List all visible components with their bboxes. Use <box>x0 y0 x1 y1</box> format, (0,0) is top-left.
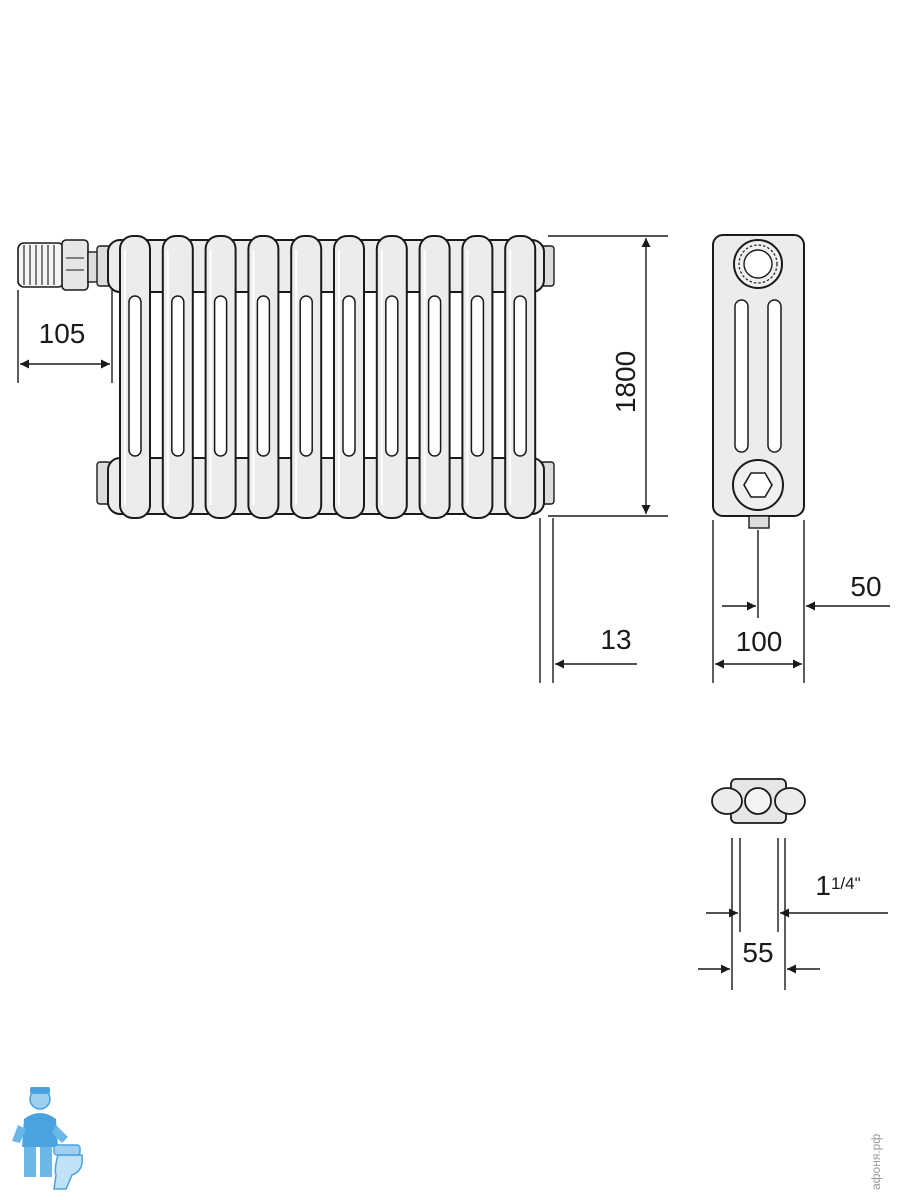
side-offset-label: 50 <box>850 571 881 602</box>
dimension-section-width: 55 <box>698 937 820 974</box>
depth-label: 100 <box>736 626 783 657</box>
radiator-section <box>204 235 237 519</box>
air-vent-icon <box>733 239 783 289</box>
valve-offset-label: 105 <box>39 318 86 349</box>
dimension-gap: 13 <box>539 518 637 683</box>
radiator-section <box>418 235 451 519</box>
thread-fraction: 1/4" <box>831 874 861 893</box>
dimension-side-offset: 50 <box>712 520 890 683</box>
radiator-columns <box>119 235 537 519</box>
radiator-section <box>290 235 323 519</box>
watermark-site: афоня.рф <box>869 1134 883 1190</box>
radiator-section <box>333 235 365 519</box>
dimension-thread: 11/4" <box>706 838 888 990</box>
radiator-section <box>504 235 537 519</box>
plumber-logo-icon <box>12 1087 84 1190</box>
radiator-section <box>161 235 194 519</box>
radiator-section <box>375 235 408 519</box>
radiator-section <box>247 235 280 519</box>
radiator-section <box>461 235 494 519</box>
thermostatic-valve-icon <box>17 239 99 291</box>
height-label: 1800 <box>610 351 641 413</box>
dimension-valve-offset: 105 <box>17 290 113 383</box>
thread-whole: 1 <box>815 870 831 901</box>
section-width-label: 55 <box>742 937 773 968</box>
front-view <box>17 235 555 519</box>
radiator-section <box>119 235 151 519</box>
side-view <box>712 234 805 529</box>
dimension-depth: 100 <box>715 626 802 669</box>
gap-label: 13 <box>600 624 631 655</box>
hex-plug-icon <box>732 459 784 511</box>
top-view <box>711 778 806 824</box>
thread-label: 11/4" <box>815 870 860 901</box>
dimension-height: 1800 <box>548 235 668 517</box>
